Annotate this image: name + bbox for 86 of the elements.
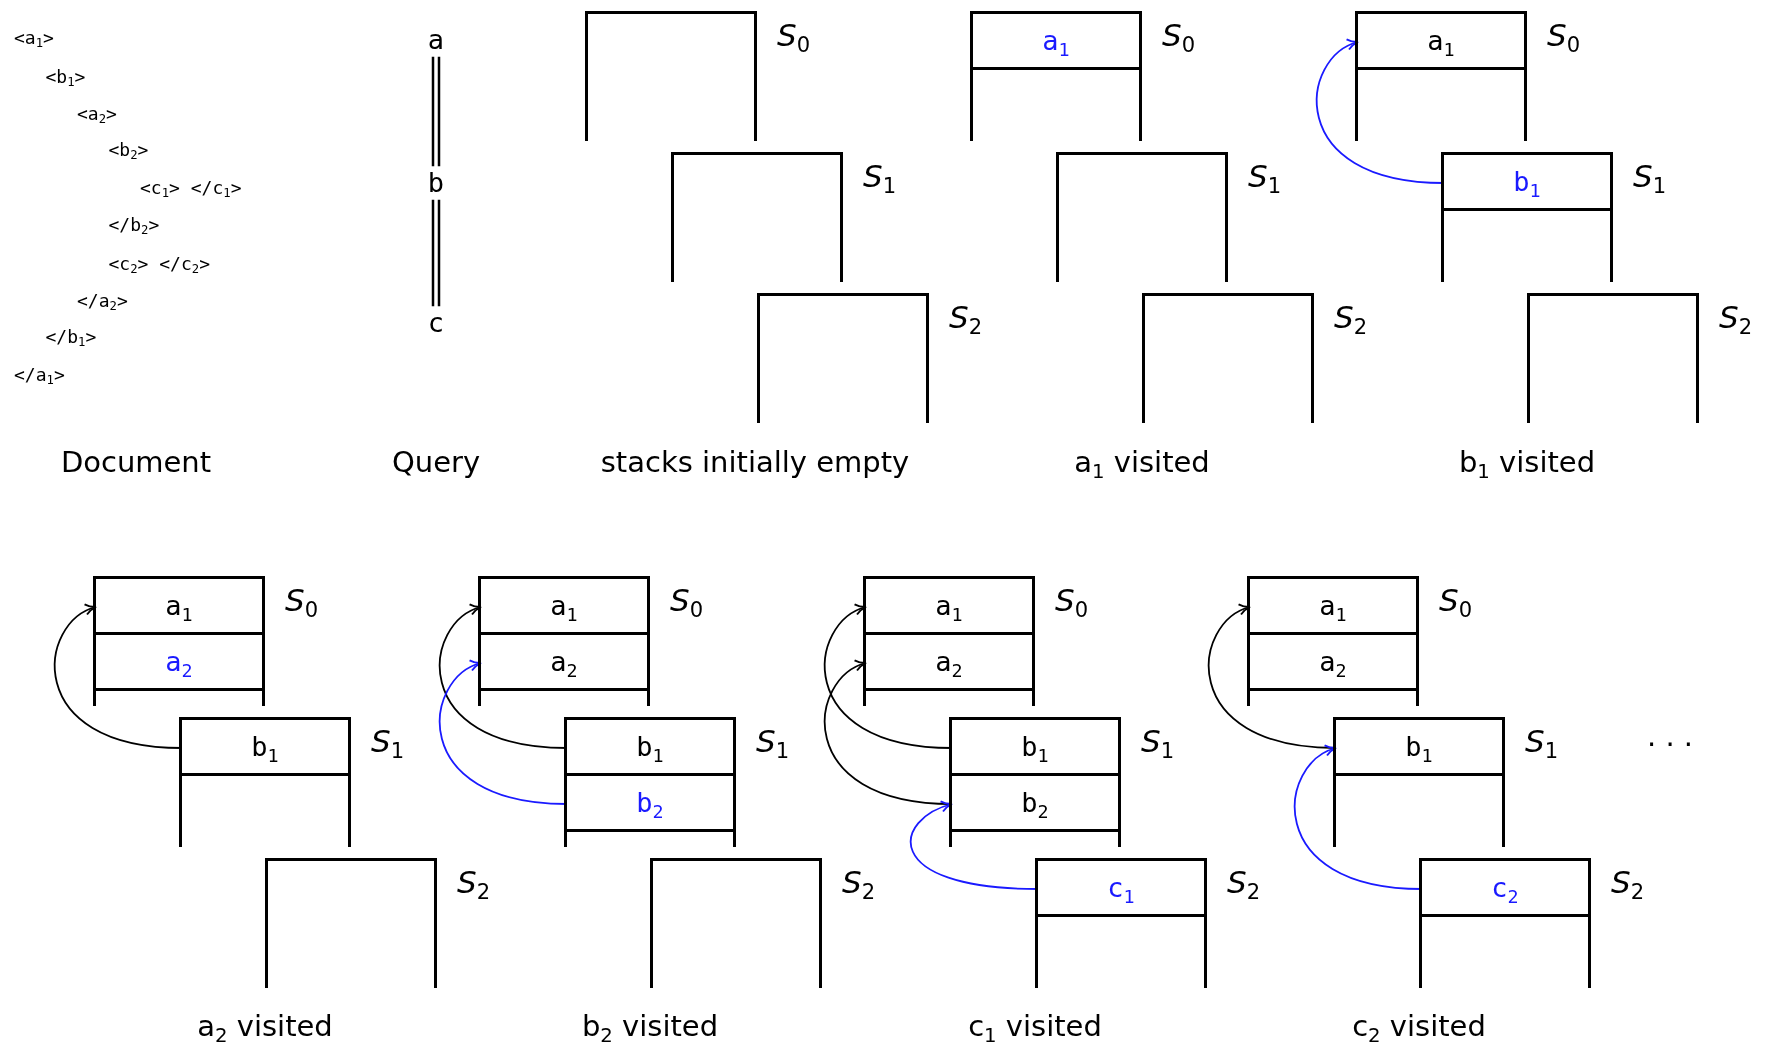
stack-entry: b$_{1}$ — [952, 720, 1118, 776]
stack-frame — [1056, 152, 1228, 282]
stack-frame — [1419, 858, 1591, 988]
stack-frame — [1247, 576, 1419, 706]
stack-frame — [564, 717, 736, 847]
caption: b$_{2}$ visited — [581, 1009, 719, 1043]
stack-label: S$_{2}$ — [457, 864, 491, 900]
stack-label: S$_{1}$ — [863, 158, 897, 194]
query-step: c — [427, 308, 445, 338]
code-line: <c$_{2}$> </c$_{2}$> — [108, 252, 210, 274]
stack-entry: a$_{1}$ — [481, 579, 647, 635]
stack-label: S$_{1}$ — [1248, 158, 1282, 194]
stack-label: S$_{0}$ — [1055, 582, 1089, 618]
stack-entry: c$_{1}$ — [1038, 861, 1204, 917]
stack-frame — [1355, 11, 1527, 141]
stack-frame — [1035, 858, 1207, 988]
stack-frame — [970, 11, 1142, 141]
caption: Document — [60, 445, 212, 479]
stack-entry: b$_{1}$ — [567, 720, 733, 776]
stack-entry: a$_{1}$ — [866, 579, 1032, 635]
caption: c$_{2}$ visited — [1352, 1009, 1486, 1043]
caption: a$_{1}$ visited — [1074, 445, 1210, 479]
query-step: b — [427, 168, 445, 198]
stack-entry: a$_{1}$ — [1250, 579, 1416, 635]
stack-label: S$_{0}$ — [670, 582, 704, 618]
stack-label: S$_{1}$ — [1633, 158, 1667, 194]
stack-entry: b$_{1}$ — [182, 720, 348, 776]
caption: a$_{2}$ visited — [197, 1009, 333, 1043]
stack-entry: b$_{2}$ — [952, 776, 1118, 832]
double-line — [431, 198, 441, 308]
stack-frame — [1527, 293, 1699, 423]
stack-frame — [585, 11, 757, 141]
caption: · · · — [1646, 727, 1694, 761]
code-line: <b$_{2}$> — [108, 138, 149, 160]
stack-frame — [863, 576, 1035, 706]
query-step: a — [427, 25, 445, 55]
code-line: <a$_{2}$> — [77, 102, 117, 124]
stack-frame — [757, 293, 929, 423]
code-line: </a$_{2}$> — [77, 289, 128, 311]
caption: c$_{1}$ visited — [968, 1009, 1102, 1043]
stack-label: S$_{1}$ — [371, 723, 405, 759]
stack-label: S$_{2}$ — [949, 299, 983, 335]
stack-entry: a$_{1}$ — [973, 14, 1139, 70]
stack-frame — [478, 576, 650, 706]
stack-label: S$_{0}$ — [777, 17, 811, 53]
stack-entry: b$_{1}$ — [1444, 155, 1610, 211]
stack-frame — [949, 717, 1121, 847]
code-line: </b$_{1}$> — [45, 325, 97, 347]
stack-label: S$_{2}$ — [1611, 864, 1645, 900]
stack-entry: a$_{2}$ — [481, 635, 647, 691]
stack-label: S$_{2}$ — [1334, 299, 1368, 335]
stack-frame — [1441, 152, 1613, 282]
stack-label: S$_{0}$ — [285, 582, 319, 618]
stack-entry: b$_{2}$ — [567, 776, 733, 832]
stack-frame — [1333, 717, 1505, 847]
stack-entry: a$_{2}$ — [96, 635, 262, 691]
stack-label: S$_{0}$ — [1439, 582, 1473, 618]
caption: b$_{1}$ visited — [1458, 445, 1596, 479]
stack-label: S$_{1}$ — [756, 723, 790, 759]
stack-frame — [671, 152, 843, 282]
stack-frame — [650, 858, 822, 988]
stack-entry: a$_{1}$ — [96, 579, 262, 635]
stack-label: S$_{2}$ — [1227, 864, 1261, 900]
caption: stacks initially empty — [600, 445, 910, 479]
caption: Query — [391, 445, 481, 479]
stack-entry: b$_{1}$ — [1336, 720, 1502, 776]
stack-label: S$_{1}$ — [1525, 723, 1559, 759]
stack-frame — [179, 717, 351, 847]
double-line — [431, 55, 441, 168]
code-line: <b$_{1}$> — [45, 65, 86, 87]
stack-entry: a$_{2}$ — [866, 635, 1032, 691]
code-line: <c$_{1}$> </c$_{1}$> — [140, 176, 242, 198]
stack-label: S$_{2}$ — [1719, 299, 1753, 335]
stack-entry: c$_{2}$ — [1422, 861, 1588, 917]
code-line: </b$_{2}$> — [108, 213, 160, 235]
stack-label: S$_{0}$ — [1547, 17, 1581, 53]
stack-entry: a$_{2}$ — [1250, 635, 1416, 691]
code-line: </a$_{1}$> — [14, 363, 65, 385]
stack-label: S$_{0}$ — [1162, 17, 1196, 53]
stack-frame — [1142, 293, 1314, 423]
code-line: <a$_{1}$> — [14, 26, 54, 48]
stack-frame — [265, 858, 437, 988]
stack-frame — [93, 576, 265, 706]
stack-label: S$_{1}$ — [1141, 723, 1175, 759]
stack-label: S$_{2}$ — [842, 864, 876, 900]
stack-entry: a$_{1}$ — [1358, 14, 1524, 70]
